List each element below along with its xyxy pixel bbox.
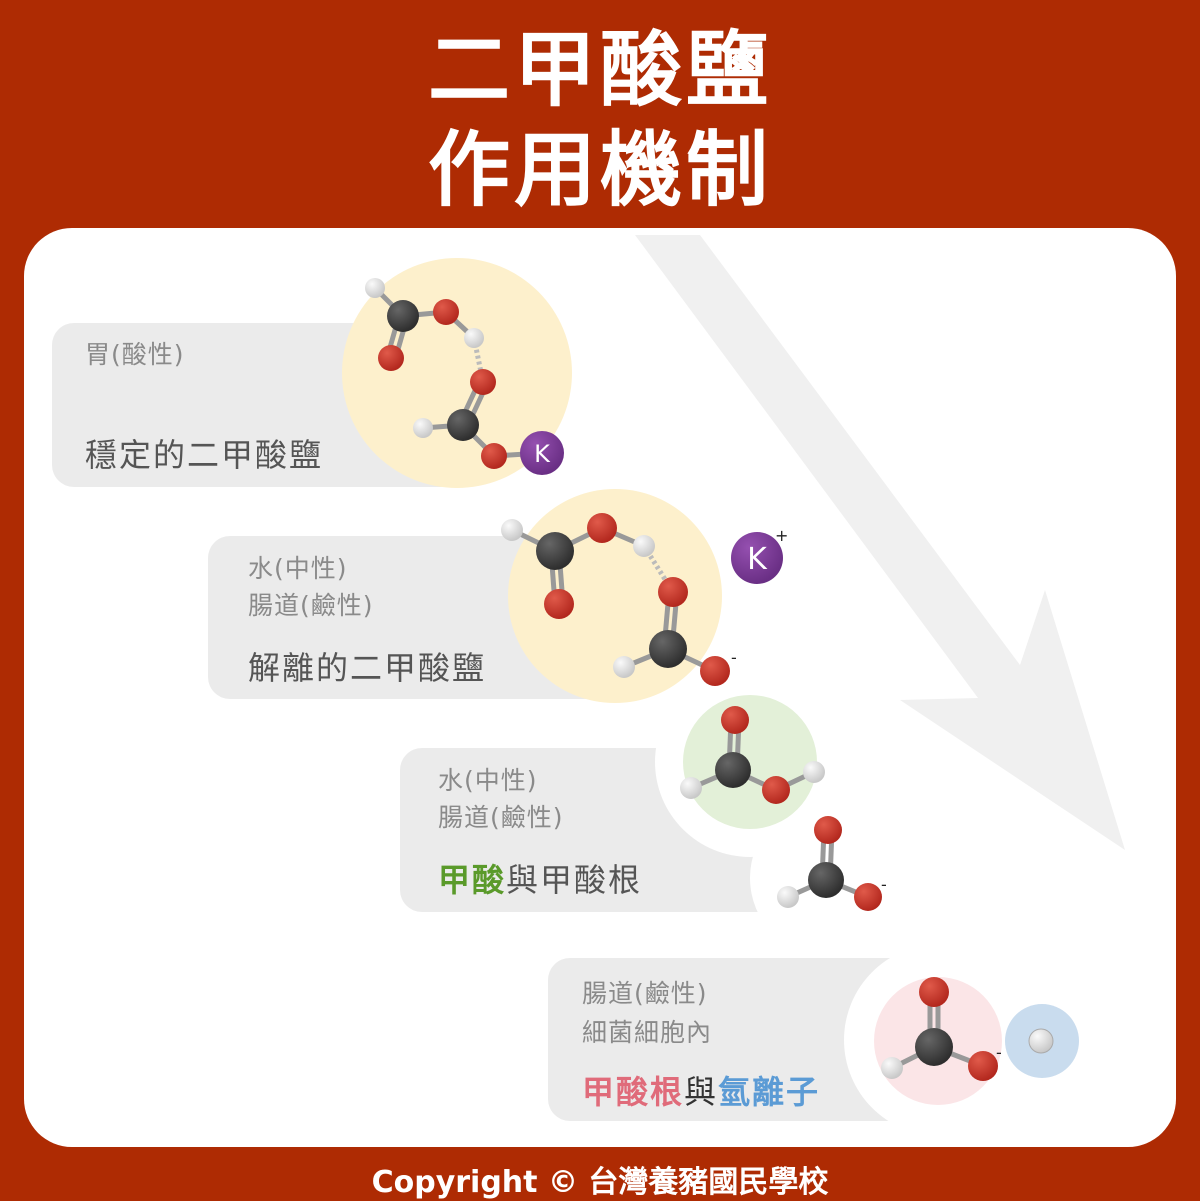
result-and: 與 [684, 1073, 719, 1111]
carbon-atom [447, 409, 479, 441]
result-and: 與 [506, 861, 541, 899]
result-formate: 甲酸根 [540, 861, 643, 899]
hydrogen-atom [365, 278, 385, 298]
hydrogen-atom [803, 761, 825, 783]
hydrogen-atom [881, 1057, 903, 1079]
stage-4-result: 甲酸根與氫離子 [582, 1076, 820, 1108]
minus-charge: - [881, 875, 887, 894]
carbon-atom [649, 630, 687, 668]
oxygen-atom [919, 977, 949, 1007]
title-line-1: 二甲酸鹽 [427, 23, 772, 118]
stage-1-condition: 胃(酸性) [85, 340, 185, 369]
oxygen-atom [814, 816, 842, 844]
stage-3-condition-1: 水(中性) [438, 766, 538, 795]
carbon-atom [387, 300, 419, 332]
minus-charge: - [996, 1043, 1002, 1062]
hydrogen-atom [464, 328, 484, 348]
stage-2-condition-1: 水(中性) [248, 554, 348, 583]
hydrogen-atom [413, 418, 433, 438]
oxygen-atom [700, 656, 730, 686]
carbon-atom [536, 532, 574, 570]
stage-4-condition-1: 腸道(鹼性) [582, 979, 708, 1008]
potassium-label: K [534, 440, 551, 468]
stage-2-condition-2: 腸道(鹼性) [248, 591, 374, 620]
stage-2-result: 解離的二甲酸鹽 [248, 649, 487, 687]
potassium-atom [520, 431, 564, 475]
stage-3-disc [683, 695, 817, 829]
oxygen-atom [721, 706, 749, 734]
copyright-footer: Copyright © 台灣養豬國民學校 [371, 1165, 829, 1200]
hydrogen-atom [777, 886, 799, 908]
oxygen-atom [470, 369, 496, 395]
hydrogen-ion-atom [1028, 1028, 1054, 1054]
atoms [365, 278, 1054, 1081]
oxygen-atom [544, 589, 574, 619]
result-hydrogen-ion: 氫離子 [718, 1073, 821, 1111]
carbon-atom [808, 862, 844, 898]
stage-3-result: 甲酸與甲酸根 [438, 864, 642, 896]
oxygen-atom [658, 577, 688, 607]
potassium-label: K [747, 542, 768, 577]
result-formate: 甲酸根 [582, 1073, 685, 1111]
oxygen-atom [968, 1051, 998, 1081]
oxygen-atom [378, 345, 404, 371]
stage-1-result: 穩定的二甲酸鹽 [85, 436, 324, 474]
hydrogen-atom [633, 535, 655, 557]
plus-charge: + [775, 526, 788, 545]
oxygen-atom [762, 776, 790, 804]
stage-3-condition-2: 腸道(鹼性) [438, 803, 564, 832]
hydrogen-atom [613, 656, 635, 678]
oxygen-atom [433, 299, 459, 325]
stage-4-condition-2: 細菌細胞內 [582, 1018, 713, 1047]
minus-charge: - [731, 648, 737, 667]
carbon-atom [715, 752, 751, 788]
oxygen-atom [587, 513, 617, 543]
oxygen-atom [854, 883, 882, 911]
result-formic-acid: 甲酸 [438, 861, 507, 899]
arrow-shape [635, 235, 1125, 850]
hydrogen-atom [501, 519, 523, 541]
potassium-ion [731, 532, 783, 584]
hydrogen-atom [680, 777, 702, 799]
oxygen-atom [481, 443, 507, 469]
title-line-2: 作用機制 [427, 123, 772, 218]
carbon-atom [915, 1028, 953, 1066]
